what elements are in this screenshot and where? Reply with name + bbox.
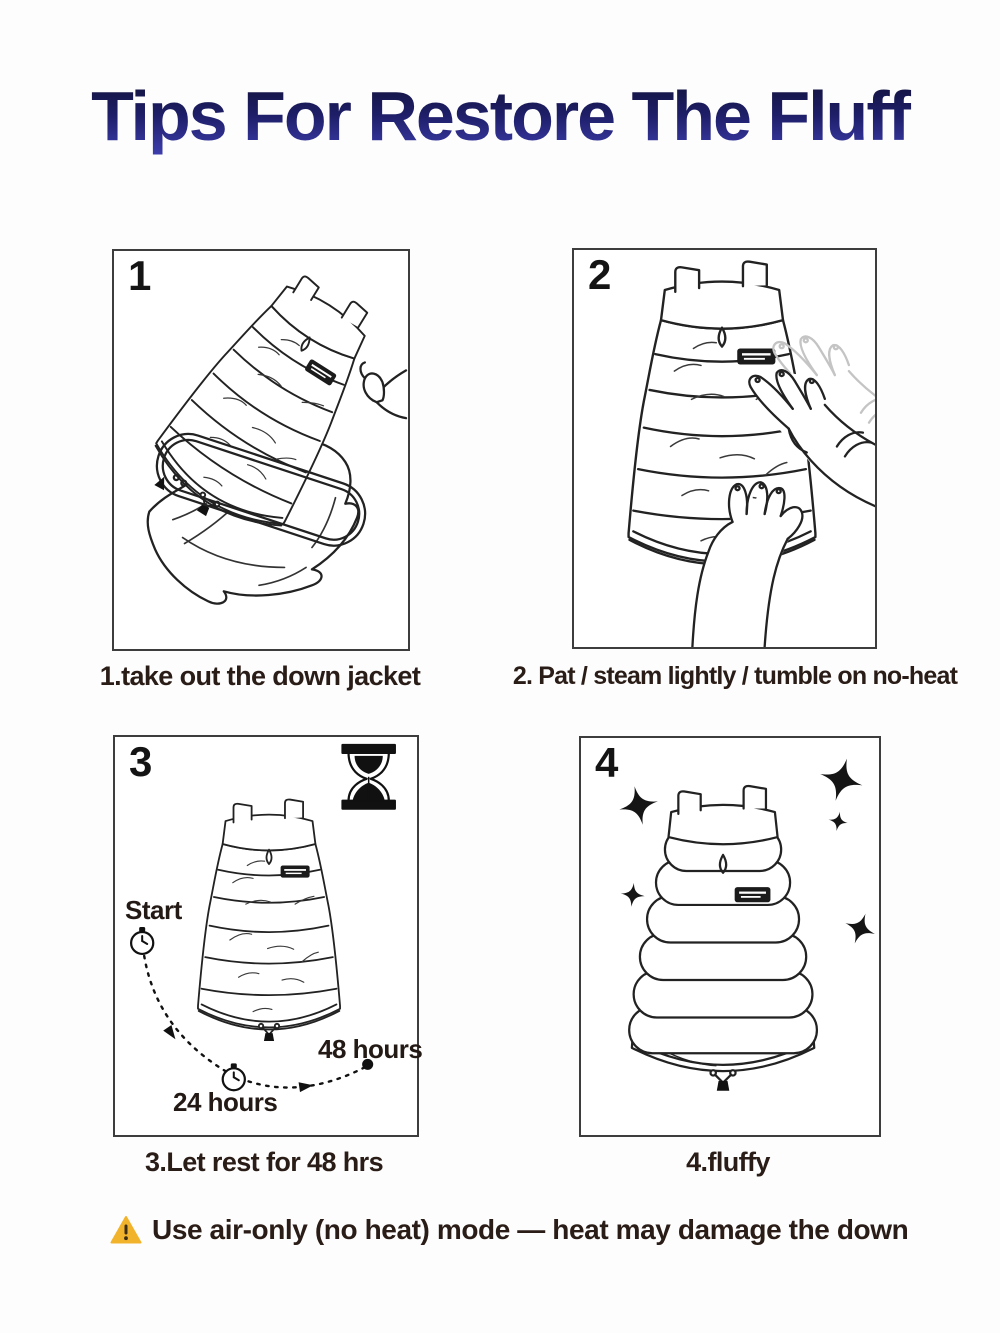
- step3-illustration: [129, 743, 396, 1093]
- rest-timeline: [129, 925, 374, 1093]
- step-panel-4: 4: [579, 736, 881, 1137]
- step-number-1: 1: [128, 252, 152, 299]
- step-panel-1: 1: [112, 249, 410, 651]
- sparkle-icon: [615, 782, 662, 829]
- down-jacket-drawing: [197, 798, 341, 1042]
- warning-text: Use air-only (no heat) mode — heat may d…: [152, 1214, 909, 1245]
- bottom-hand-drawing: [690, 481, 804, 647]
- sparkle-icon: [814, 752, 869, 807]
- step-number-2: 2: [588, 251, 612, 298]
- step3-caption: 3.Let rest for 48 hrs: [145, 1147, 384, 1177]
- warning-triangle-icon: [110, 1216, 142, 1244]
- step2-illustration: [627, 260, 875, 647]
- step-number-3: 3: [129, 738, 153, 785]
- sparkle-icon: [619, 881, 646, 909]
- arrowhead: [163, 1024, 176, 1040]
- step-panel-2: 2: [572, 248, 877, 649]
- fluffy-jacket-drawing: [628, 784, 819, 1092]
- heat-warning: Use air-only (no heat) mode — heat may d…: [110, 1214, 909, 1246]
- page-title: Tips For Restore The Fluff: [0, 78, 1000, 155]
- step1-illustration: [136, 251, 408, 605]
- step-panel-3: 3 Start 24 hours 48 hours: [113, 735, 423, 1137]
- bag-opening-drawing: [154, 432, 367, 547]
- rest-24h-label: 24 hours: [173, 1087, 278, 1117]
- step2-caption: 2. Pat / steam lightly / tumble on no-he…: [512, 662, 958, 690]
- rest-start-label: Start: [125, 895, 182, 925]
- step4-illustration: [615, 752, 879, 1092]
- timeline-end-dot: [362, 1058, 374, 1070]
- sparkle-icon: [826, 809, 850, 833]
- hand-drawing: [359, 361, 408, 420]
- step-number-4: 4: [595, 739, 619, 786]
- hourglass-icon: [341, 743, 396, 810]
- step1-caption: 1.take out the down jacket: [99, 661, 421, 691]
- rest-48h-label: 48 hours: [318, 1034, 423, 1064]
- sparkle-icon: [839, 908, 879, 949]
- clock-icon: [129, 925, 155, 956]
- hand-fill: [750, 371, 875, 511]
- arrowhead: [298, 1082, 314, 1093]
- step4-caption: 4.fluffy: [686, 1147, 770, 1177]
